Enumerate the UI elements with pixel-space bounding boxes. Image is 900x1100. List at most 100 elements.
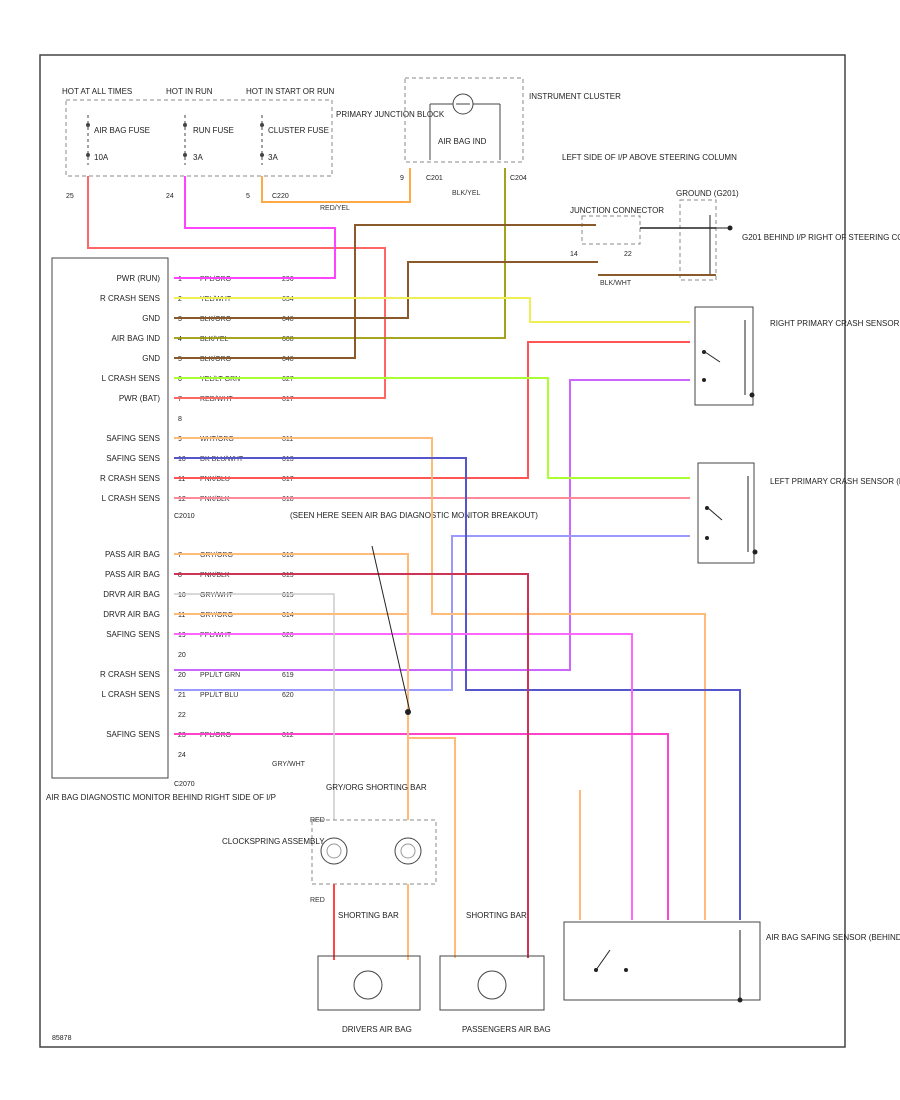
right-sensor-switch-icon [702, 320, 755, 398]
module-row-label: L CRASH SENS [102, 494, 160, 503]
cluster-lamp-label: AIR BAG IND [438, 137, 487, 146]
module-row-wire: BLK/ORG [200, 356, 231, 363]
module-row-circuit: 617 [282, 396, 294, 403]
c2070-label: C2070 [174, 781, 195, 788]
passengers-air-bag-box [439, 955, 545, 1011]
module-row-wire: YEL/WHT [200, 296, 232, 303]
fuse1-pin: 25 [66, 193, 74, 200]
cluster-c204: C204 [510, 175, 527, 182]
module-row-circuit: 614 [282, 612, 294, 619]
module-row-circuit: 296 [282, 276, 294, 283]
module-row-pin: 22 [178, 712, 186, 719]
module-row-wire: GRY/ORG [200, 612, 233, 619]
cluster-label: INSTRUMENT CLUSTER [529, 92, 621, 101]
module-row-wire: YEL/LT GRN [200, 376, 240, 383]
drv-shorting-bar2: SHORTING BAR [338, 911, 399, 920]
safing-sensor-box [563, 921, 761, 1001]
module-row-label: R CRASH SENS [100, 294, 160, 303]
breakout-pointer [371, 545, 411, 713]
module-row-pin: 7 [178, 552, 182, 559]
module-row-pin: 1 [178, 276, 182, 283]
diagram-code: 85878 [52, 1035, 72, 1042]
safing-sensor-switch-icon [594, 930, 743, 1003]
module-row-circuit: 616 [282, 552, 294, 559]
module-row-wire: WHT/ORG [200, 436, 234, 443]
red-label-bottom: RED [310, 897, 325, 904]
module-row-pin: 10 [178, 456, 186, 463]
blk-wht-label: BLK/WHT [600, 280, 632, 287]
breakout-note: (SEEN HERE SEEN AIR BAG DIAGNOSTIC MONIT… [290, 511, 538, 520]
module-row-wire: RED/WHT [200, 396, 233, 403]
passengers-air-bag-label: PASSENGERS AIR BAG [462, 1025, 551, 1034]
module-row-circuit: 617 [282, 476, 294, 483]
module-row-pin: 12 [178, 496, 186, 503]
module-row-label: GND [142, 314, 160, 323]
fuse2-pin: 24 [166, 193, 174, 200]
safing-sensor-label: AIR BAG SAFING SENSOR (BEHIND LEFT COWL) [766, 933, 900, 942]
module-row-wire: PPL/LT GRN [200, 672, 240, 679]
fuse3-hot: HOT IN START OR RUN [246, 87, 335, 96]
junction-block-label: PRIMARY JUNCTION BLOCK [336, 110, 445, 119]
wire-pnk-blu-rsens [174, 341, 690, 479]
module-row-circuit: 634 [282, 296, 294, 303]
module-row-circuit: 615 [282, 592, 294, 599]
wire-gry-wht-drv [174, 593, 335, 820]
drivers-air-bag-label: DRIVERS AIR BAG [342, 1025, 412, 1034]
fuse2-amps: 3A [193, 153, 203, 162]
wire-yel-wht-rsens [174, 297, 690, 323]
module-row-wire: GRY/WHT [200, 592, 234, 599]
module-row-circuit: 608 [282, 336, 294, 343]
module-row-label: SAFING SENS [106, 434, 160, 443]
red-label-top: RED [310, 817, 325, 824]
wire-blk-org-gnd2 [174, 224, 596, 359]
wire-yel-lt-grn-lsens [174, 377, 690, 479]
drivers-air-bag-icon [353, 970, 383, 1000]
module-row-wire: PNK/BLK [200, 572, 230, 579]
junction-block-outline [65, 99, 333, 177]
module-row-wire: PPL/LT BLU [200, 692, 238, 699]
fuse3-name: CLUSTER FUSE [268, 126, 329, 135]
fuse3-amps: 3A [268, 153, 278, 162]
fuse2-hot: HOT IN RUN [166, 87, 213, 96]
clockspring-icon [320, 837, 422, 865]
wire-dk-blu-wht-safing [174, 457, 741, 920]
cluster-c201: C201 [426, 175, 443, 182]
module-row-wire: PPL/ORG [200, 732, 231, 739]
module-row-wire: BLK/ORG [200, 316, 231, 323]
left-sensor-switch-icon [705, 476, 758, 555]
fuse3-pin: 5 [246, 193, 250, 200]
module-row-pin: 20 [178, 672, 186, 679]
right-sensor-label: RIGHT PRIMARY CRASH SENSOR (FORWARD OF R… [770, 319, 900, 328]
module-row-circuit: 627 [282, 376, 294, 383]
c2010-label: C2010 [174, 513, 195, 520]
drv-shorting-bar-label: GRY/ORG SHORTING BAR [326, 783, 427, 792]
fuse1-hot: HOT AT ALL TIMES [62, 87, 132, 96]
module-row-label: AIR BAG IND [112, 334, 161, 343]
module-row-label: PASS AIR BAG [105, 570, 160, 579]
air-bag-indicator-lamp-icon [429, 93, 501, 160]
module-row-label: SAFING SENS [106, 730, 160, 739]
module-row-label: R CRASH SENS [100, 474, 160, 483]
module-row-circuit: 612 [282, 732, 294, 739]
wire-wht-org-safing [174, 437, 706, 920]
connector-label: JUNCTION CONNECTOR [570, 206, 664, 215]
ground-label: GROUND (G201) [676, 189, 739, 198]
module-row-pin: 9 [178, 436, 182, 443]
module-row-wire: BLK/YEL [200, 336, 229, 343]
module-row-pin: 19 [178, 632, 186, 639]
fuse1-amps: 10A [94, 153, 109, 162]
module-row-pin: 11 [178, 612, 185, 619]
module-row-wire: DK BLU/WHT [200, 456, 244, 463]
module-row-label: PWR (BAT) [119, 394, 161, 403]
module-row-label: PWR (RUN) [116, 274, 160, 283]
drivers-air-bag-box [317, 955, 421, 1011]
c220-label: C220 [272, 193, 289, 200]
module-row-pin: 10 [178, 592, 186, 599]
module-row-circuit: 613 [282, 456, 294, 463]
diagnostic-monitor-box [51, 257, 169, 779]
module-row-circuit: 620 [282, 692, 294, 699]
module-row-pin: 7 [178, 396, 182, 403]
gry-wht-label: GRY/WHT [272, 761, 306, 768]
cluster-wire-label: BLK/YEL [452, 190, 481, 197]
